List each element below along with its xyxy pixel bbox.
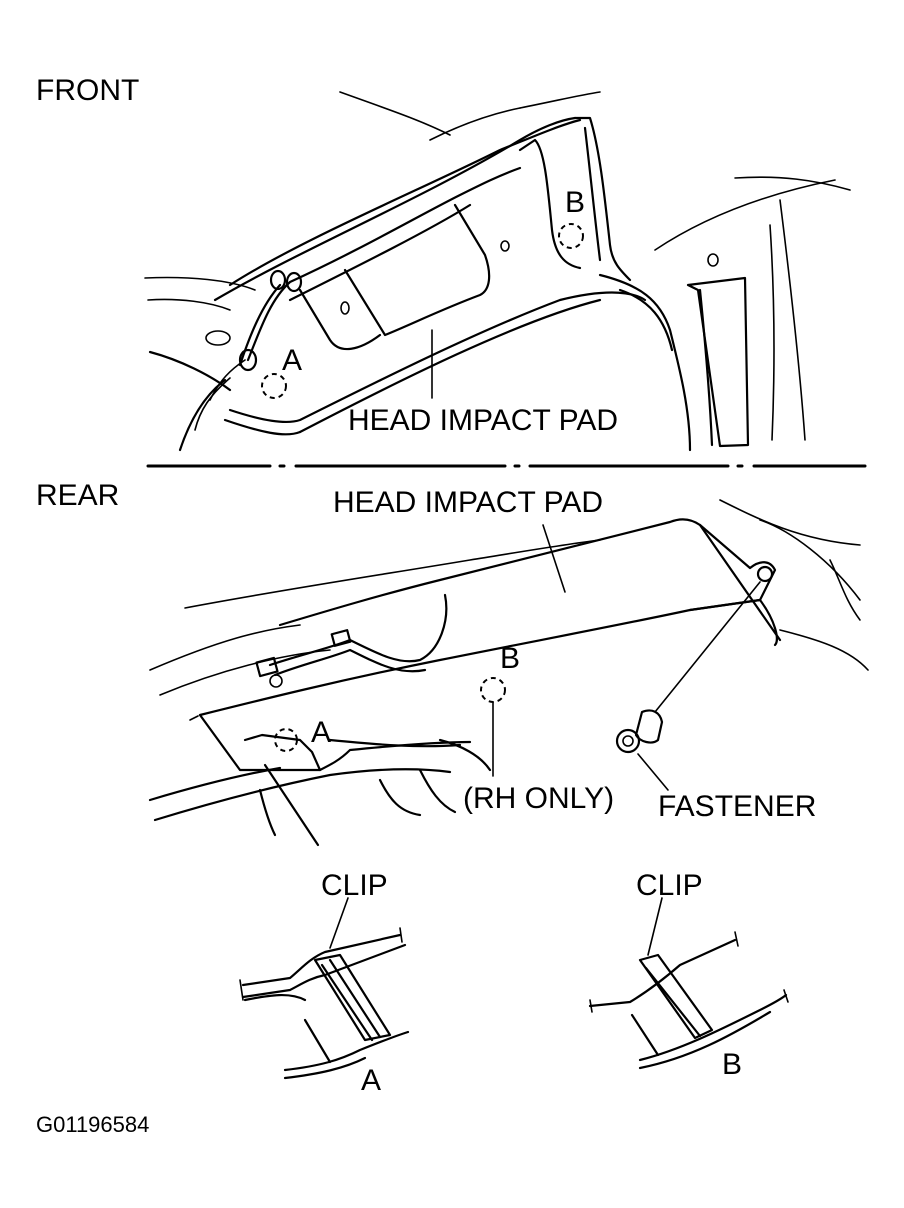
- fastener-icon: [615, 709, 664, 754]
- clip-b-letter: B: [722, 1048, 742, 1081]
- rh-only-label: (RH ONLY): [463, 782, 614, 815]
- clip-location-a-front: [261, 373, 287, 399]
- figure-id: G01196584: [36, 1112, 149, 1137]
- front-label: FRONT: [36, 74, 139, 107]
- point-b-rear-label: B: [500, 642, 520, 675]
- clip-b-detail: CLIP B: [588, 869, 789, 1081]
- point-b-front-label: B: [565, 186, 585, 219]
- point-a-rear-label: A: [311, 716, 331, 749]
- clip-location-b-rear: [480, 677, 506, 703]
- fastener-label: FASTENER: [658, 790, 816, 823]
- point-a-front-label: A: [282, 344, 302, 377]
- clip-a-title: CLIP: [321, 869, 388, 902]
- rear-view: REAR HEAD IMPACT PAD B A (RH ONLY) FASTE…: [36, 479, 869, 847]
- front-view: FRONT A B HEAD IMPACT PAD: [36, 74, 851, 452]
- clip-a-detail: CLIP A: [239, 869, 410, 1097]
- clip-location-b-front: [558, 223, 584, 249]
- rear-label: REAR: [36, 479, 119, 512]
- clip-location-a-rear: [274, 728, 298, 752]
- clip-b-title: CLIP: [636, 869, 703, 902]
- clip-a-letter: A: [361, 1064, 381, 1097]
- head-impact-pad-rear-label: HEAD IMPACT PAD: [333, 486, 603, 519]
- head-impact-pad-front-label: HEAD IMPACT PAD: [348, 404, 618, 437]
